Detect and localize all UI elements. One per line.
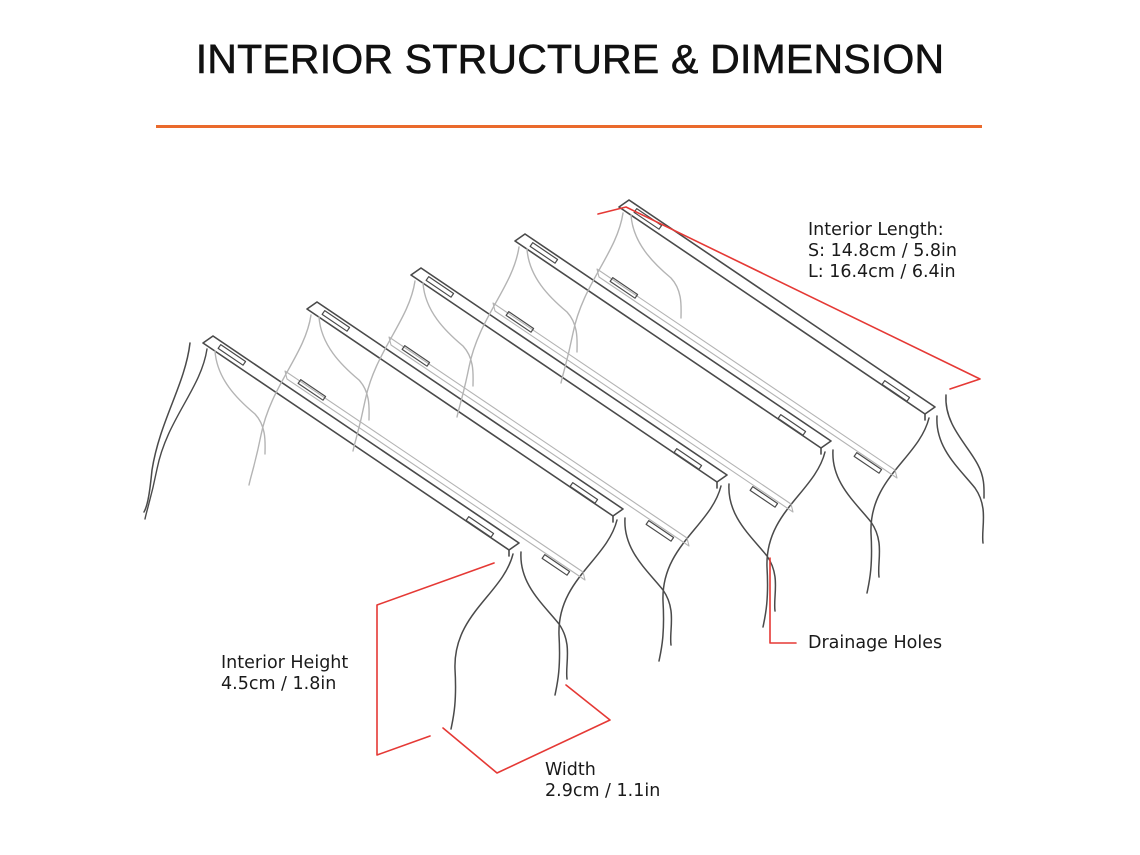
drainage-holes-label: Drainage Holes <box>808 633 943 653</box>
width-heading: Width <box>545 760 596 780</box>
panel-bottom-rail <box>388 336 690 547</box>
panel-top-edge <box>514 233 832 449</box>
panel-front-curve <box>866 417 930 594</box>
drainage-slot <box>777 414 807 436</box>
height-dimension-line <box>376 562 495 756</box>
panel-back-curve <box>248 314 312 486</box>
interior-length-large: L: 16.4cm / 6.4in <box>808 262 956 282</box>
panel-front-curve <box>762 451 826 628</box>
width-value: 2.9cm / 1.1in <box>545 781 661 801</box>
title-divider <box>156 125 982 128</box>
drainage-slot <box>749 486 779 508</box>
panel-top-edge <box>410 267 728 483</box>
left-outer-curve <box>143 342 191 513</box>
length-dimension-line <box>597 206 981 390</box>
divider-panels <box>143 199 985 730</box>
panel-back-curve <box>214 350 266 455</box>
page-title: INTERIOR STRUCTURE & DIMENSION <box>195 36 945 83</box>
drainage-slot <box>529 242 559 264</box>
interior-height-value: 4.5cm / 1.8in <box>221 674 337 694</box>
width-label: Width 2.9cm / 1.1in <box>545 760 660 802</box>
panel-back-curve <box>526 248 578 353</box>
panel-front-curve <box>658 485 722 662</box>
drainage-slot <box>541 554 571 576</box>
drainage-slot <box>633 208 663 230</box>
drainage-slot <box>853 452 883 474</box>
interior-length-small: S: 14.8cm / 5.8in <box>808 241 958 261</box>
drainage-slot <box>401 345 431 367</box>
panel-back-curve <box>630 214 682 319</box>
panel-back-curve <box>560 212 624 384</box>
drainage-slot <box>673 448 703 470</box>
panel-back-curve <box>144 348 208 520</box>
interior-length-label: Interior Length: S: 14.8cm / 5.8in L: 16… <box>808 220 957 283</box>
panel-front-curve <box>450 553 514 730</box>
panel-top-edge <box>306 301 624 517</box>
drainage-slot <box>297 379 327 401</box>
panel-front-curve <box>554 519 618 696</box>
drainage-slot <box>645 520 675 542</box>
panel-top-edge <box>202 335 520 551</box>
drainage-slot <box>569 482 599 504</box>
drainage-slot <box>505 311 535 333</box>
panel-back-curve <box>422 282 474 387</box>
interior-height-heading: Interior Height <box>221 653 349 673</box>
interior-height-label: Interior Height 4.5cm / 1.8in <box>221 653 348 695</box>
right-outer-curve <box>945 394 985 499</box>
panel-bottom-rail <box>596 268 898 479</box>
drainage-leader-line <box>769 557 797 644</box>
panel-back-curve <box>456 246 520 418</box>
panel-top-edge <box>618 199 936 415</box>
drainage-slot <box>609 277 639 299</box>
drainage-slot <box>425 276 455 298</box>
drainage-slot <box>465 516 495 538</box>
width-dimension-line <box>442 684 611 774</box>
panel-back-curve <box>318 316 370 421</box>
panel-bottom-rail <box>284 370 586 581</box>
panel-front-curve <box>936 415 985 544</box>
drainage-slot <box>881 380 911 402</box>
dimension-lines <box>376 206 981 774</box>
drainage-slot <box>217 344 247 366</box>
panel-back-curve <box>352 280 416 452</box>
panel-bottom-rail <box>492 302 794 513</box>
interior-length-heading: Interior Length: <box>808 220 944 240</box>
drainage-slot <box>321 310 351 332</box>
